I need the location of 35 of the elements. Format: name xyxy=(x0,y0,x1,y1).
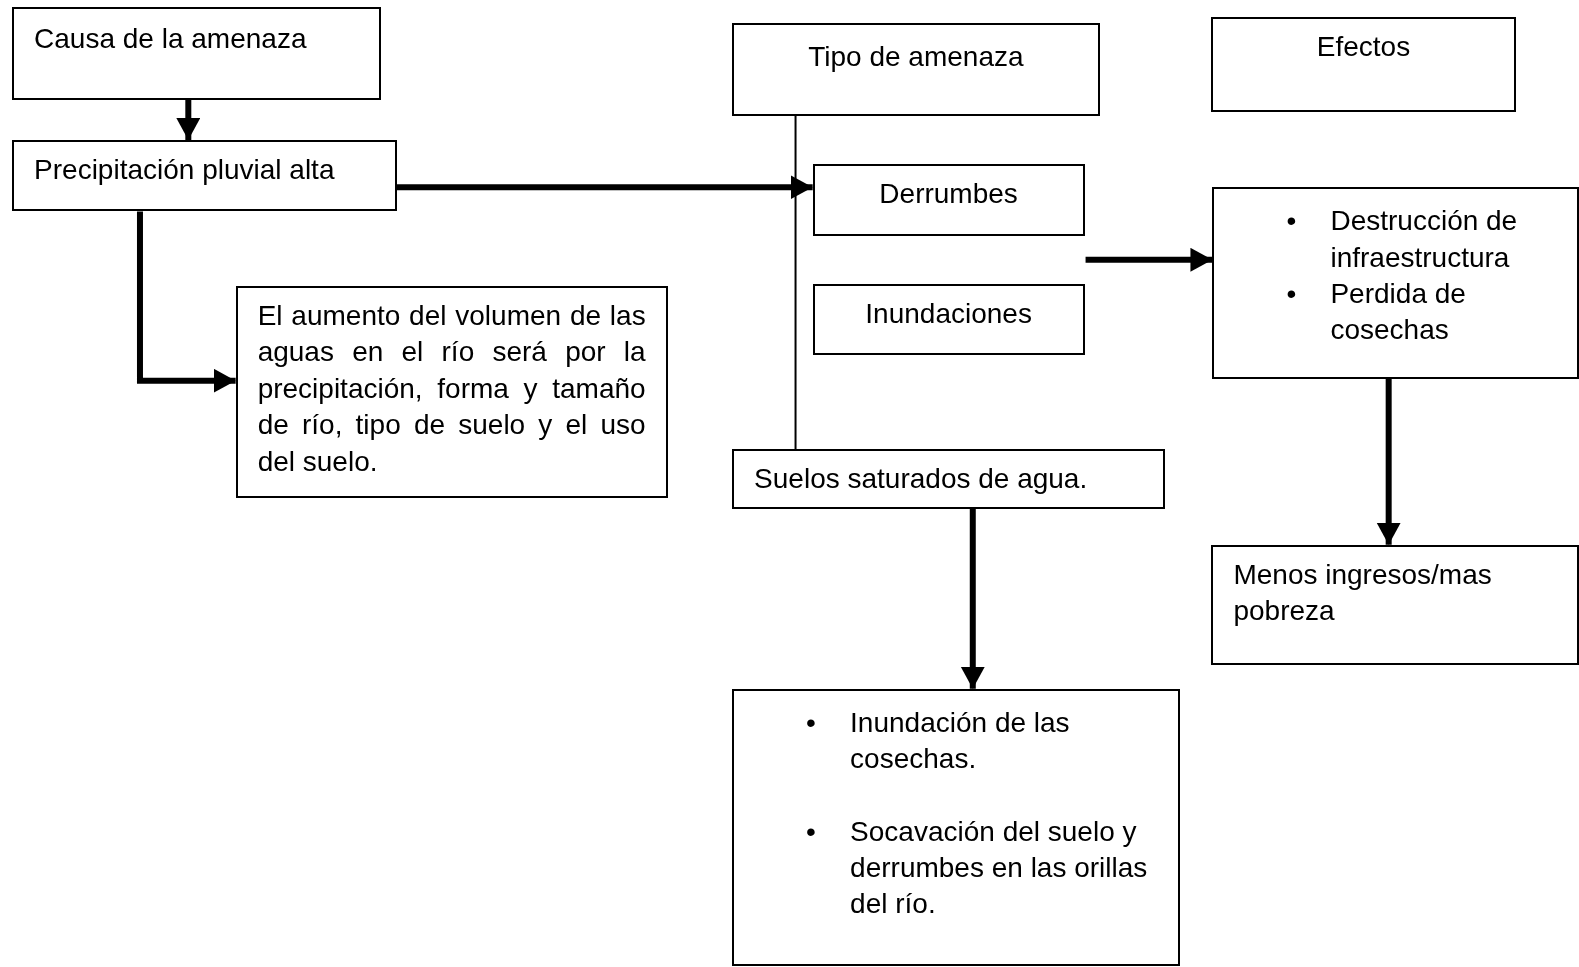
header-box xyxy=(1211,17,1516,112)
header-box xyxy=(732,23,1100,116)
bullet-item-text: Socavación del suelo y derrumbes en las orillas del río. xyxy=(850,814,1149,922)
box-label: Derrumbes xyxy=(878,177,1019,212)
box-label: Tipo de amenaza xyxy=(807,40,1025,75)
box-label: Precipitación pluvial alta xyxy=(34,152,335,187)
arrow xyxy=(1085,247,1213,272)
hazard-box xyxy=(732,449,1166,509)
explanation-box xyxy=(235,286,668,499)
box-label: Menos ingresos/mas pobreza xyxy=(1233,557,1493,629)
hazard-box xyxy=(812,283,1085,356)
arrow xyxy=(396,175,813,200)
cause-box xyxy=(12,7,381,100)
arrow xyxy=(960,508,985,689)
box-label: Causa de la amenaza xyxy=(34,22,307,57)
bullet-marker: • xyxy=(805,814,817,849)
arrow xyxy=(137,211,236,393)
effects-box xyxy=(1211,544,1579,665)
bullet-item-text: Perdida de cosechas xyxy=(1330,277,1467,348)
effects-box xyxy=(732,688,1181,966)
bullet-marker: • xyxy=(805,705,817,740)
bullet-item-text: Destrucción de infraestructura xyxy=(1330,204,1519,275)
bullet-marker: • xyxy=(1285,204,1298,239)
arrow xyxy=(1376,378,1401,545)
connector-line xyxy=(794,114,797,451)
bullet-marker: • xyxy=(1285,277,1298,312)
bullet-item-text: Inundación de las cosechas. xyxy=(850,705,1071,777)
effects-box xyxy=(1212,187,1579,379)
cause-box xyxy=(12,139,397,212)
hazard-box xyxy=(812,164,1085,236)
box-label: El aumento del volumen de las aguas en el río será por la precipitación, forma y tamaño de río, tipo de suelo y el uso del suelo. xyxy=(257,299,646,479)
box-label: Inundaciones xyxy=(864,296,1033,331)
box-label: Suelos saturados de agua. xyxy=(754,462,1088,497)
arrow xyxy=(176,99,201,140)
box-label: Efectos xyxy=(1315,30,1412,65)
